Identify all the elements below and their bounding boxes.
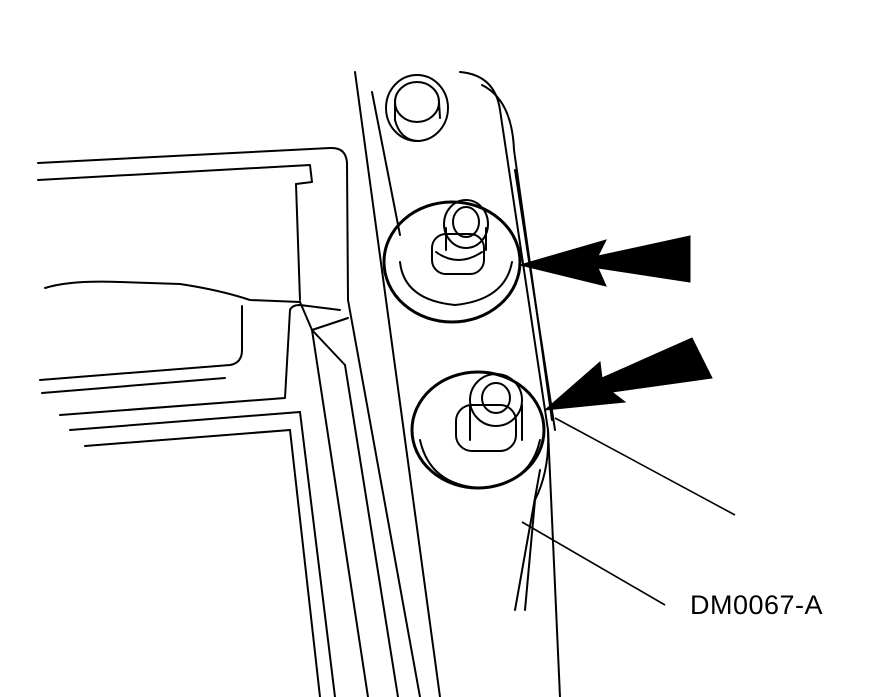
indicator-arrow-upper: [518, 235, 691, 287]
figure-id-label: DM0067-A: [690, 590, 824, 620]
plug: [385, 74, 449, 142]
upper-fitting: [382, 199, 522, 324]
lower-fitting: [410, 370, 546, 490]
leader-line-lower: [521, 521, 666, 606]
rail-frame: [354, 71, 561, 697]
indicator-arrow-lower: [543, 337, 713, 411]
housing-panel: [37, 146, 421, 697]
leader-line-upper: [554, 417, 736, 516]
leader-lines: [521, 417, 736, 606]
